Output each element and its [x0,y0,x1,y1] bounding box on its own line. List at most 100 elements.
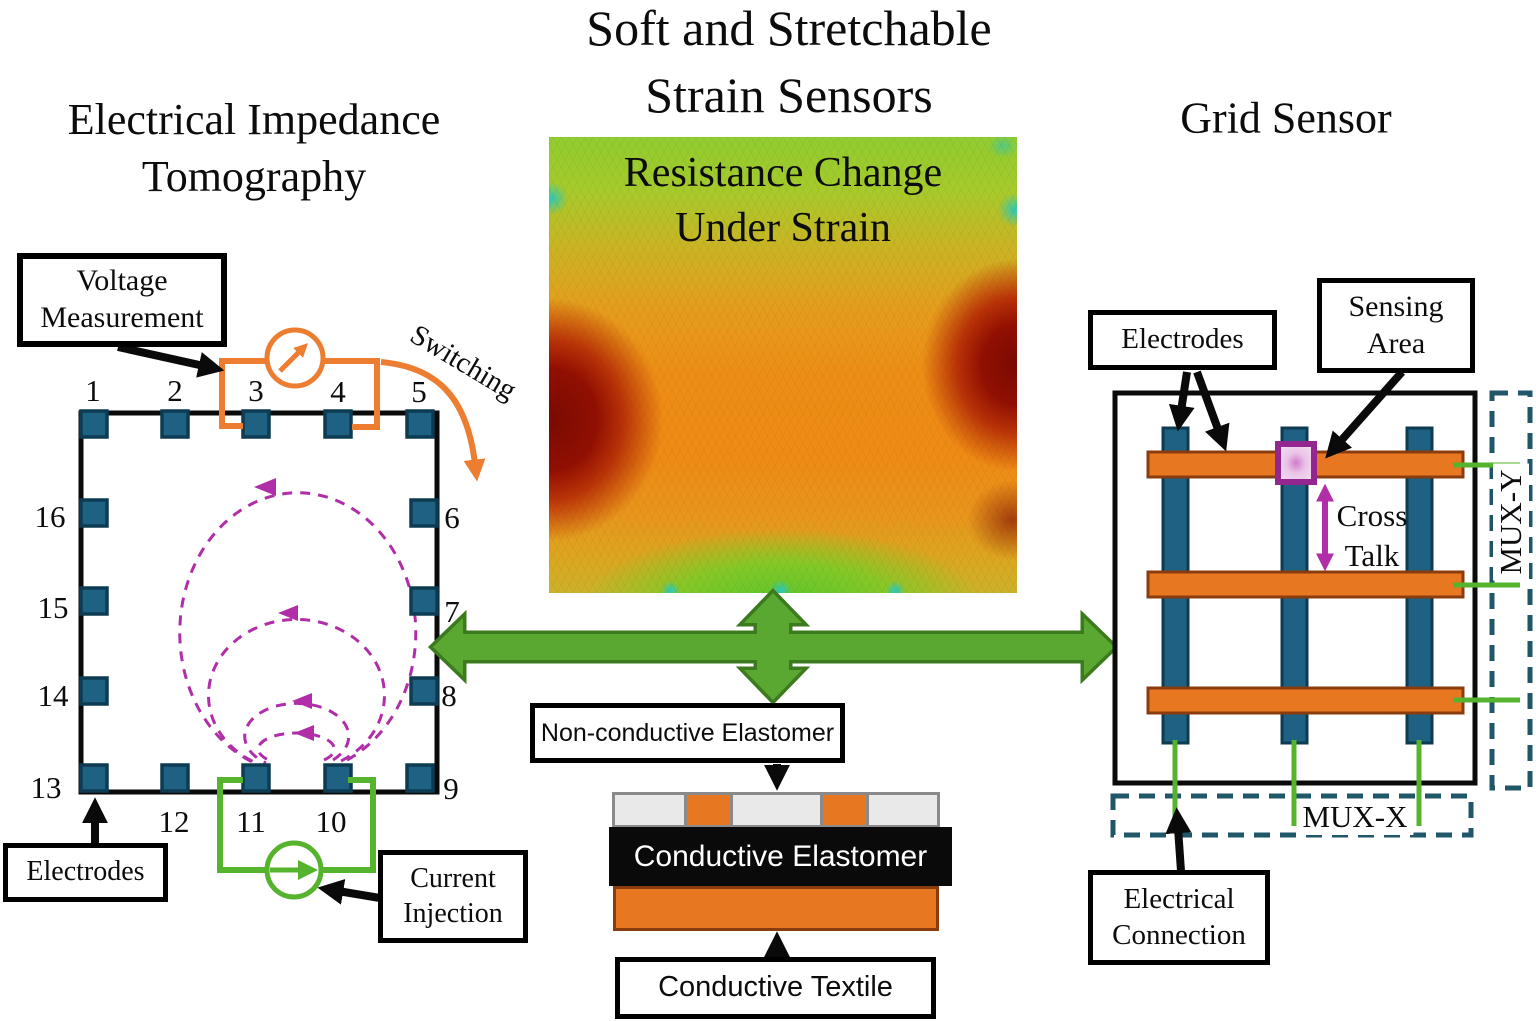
mux-y-label: MUX-Y [1493,463,1529,581]
eit-number-2: 2 [167,373,183,408]
current-arc-medium [243,701,351,765]
eit-number-16: 16 [34,499,66,534]
eit-number-13: 13 [30,770,62,805]
patterned-top-layer [612,792,940,828]
main-title-line2: Strain Sensors [645,67,933,123]
eit-number-4: 4 [330,374,346,409]
electrode-pad-11 [241,763,271,793]
eit-number-6: 6 [444,500,460,535]
elastomer-segment [868,795,937,825]
eit-number-14: 14 [37,678,69,713]
conductive-elastomer-layer: Conductive Elastomer [609,827,952,886]
electrode-pad-7 [409,586,439,616]
current-arc-large [206,617,386,767]
electrical-connection-pointer-icon [1165,807,1192,872]
conductive-segment [686,795,731,825]
cross-talk-line1: Cross [1336,498,1408,533]
current-path-arcs [178,491,418,767]
non-conductive-elastomer-label: Non-conductive Elastomer [540,718,835,747]
current-injection-circuit [217,777,376,900]
arc-arrowhead-icon [278,605,298,621]
label-pointer-arrows [82,343,1405,958]
arc-arrowhead-icon [294,725,314,741]
eit-number-1: 1 [85,373,101,408]
cross-talk-label: Cross Talk [1337,496,1408,576]
electrode-pad-16 [79,498,109,528]
heatmap-caption: Resistance Change Under Strain [624,146,942,256]
voltmeter-needle-icon [278,343,308,373]
mux-x-box [1110,793,1474,838]
electrical-connection-box: Electrical Connection [1088,870,1270,965]
electrode-pad-1 [79,409,109,439]
eit-number-12: 12 [158,804,190,839]
mux-connection-lines [1172,462,1520,826]
grid-electrodes-box: Electrodes [1088,310,1277,370]
arc-arrowhead-icon [292,693,312,709]
sensing-area-pointer-icon [1325,369,1405,459]
eit-number-3: 3 [248,373,264,408]
eit-phantom-square [78,410,440,795]
electrode-pad-14 [79,676,109,706]
vertical-double-arrow-fill [744,593,802,700]
current-injection-pointer-icon [317,879,381,905]
elastomer-segment [733,795,821,825]
eit-number-15: 15 [37,590,69,625]
current-injection-line2: Injection [403,897,503,929]
mux-y-box [1489,390,1533,791]
electrical-connection-line2: Connection [1112,918,1246,951]
electrical-connection-line1: Electrical [1123,883,1235,916]
heatmap-caption-line2: Under Strain [675,205,891,251]
grid-electrodes-label: Electrodes [1121,323,1244,356]
conductive-segment [823,795,866,825]
eit-number-8: 8 [441,678,457,713]
electrode-pad-3 [241,409,271,439]
electrode-pad-12 [160,763,190,793]
eit-title-line2: Tomography [141,152,367,201]
electrode-pad-4 [323,409,353,439]
conductive-textile-label: Conductive Textile [658,971,893,1004]
eit-title: Electrical Impedance Tomography [68,91,441,205]
sensing-area-box: Sensing Area [1317,278,1475,373]
voltage-measurement-box: Voltage Measurement [17,253,227,347]
eit-title-line1: Electrical Impedance [67,95,441,144]
arc-arrowhead-icon [254,478,276,496]
electrode-pad-5 [405,409,435,439]
current-source-wire [217,777,376,873]
grid-row-electrode [1146,570,1465,599]
current-arc-outer [178,491,418,767]
equivalence-cross-arrow [427,587,1120,706]
electrode-pad-15 [79,586,109,616]
elastomer-segment [615,795,684,825]
cross-talk-line2: Talk [1344,538,1400,573]
voltage-measurement-line2: Measurement [40,301,204,334]
strain-heatmap [549,137,1017,593]
voltage-measurement-line1: Voltage [76,264,168,298]
eit-number-10: 10 [315,804,347,839]
current-injection-line1: Current [410,863,496,895]
electrode-pad-2 [160,409,190,439]
non-conductive-elastomer-box: Non-conductive Elastomer [530,703,845,763]
grid-row-electrode [1146,686,1465,715]
voltage-measurement-circuit [219,327,486,482]
heatmap-caption-line1: Resistance Change [623,150,943,196]
electrode-pad-6 [409,498,439,528]
grid-electrodes-pointer-icon [1168,371,1195,432]
eit-number-9: 9 [443,771,459,806]
main-title-line1: Soft and Stretchable [586,0,992,56]
eit-number-11: 11 [236,804,266,839]
current-arc-small [256,731,336,764]
electrode-pad-8 [409,676,439,706]
conductive-textile-box: Conductive Textile [615,957,936,1019]
electrode-pad-10 [323,763,353,793]
conductive-textile-layer [613,886,939,931]
electrode-pad-13 [79,763,109,793]
electrodes-label: Electrodes [26,856,145,888]
grid-electrodes-pointer2-icon [1193,370,1230,452]
electrode-pad-9 [405,763,435,793]
mux-x-label: MUX-X [1296,799,1414,835]
sensing-area-cell [1275,441,1317,485]
eit-number-7: 7 [444,594,460,629]
grid-sensor-title: Grid Sensor [1180,93,1392,143]
